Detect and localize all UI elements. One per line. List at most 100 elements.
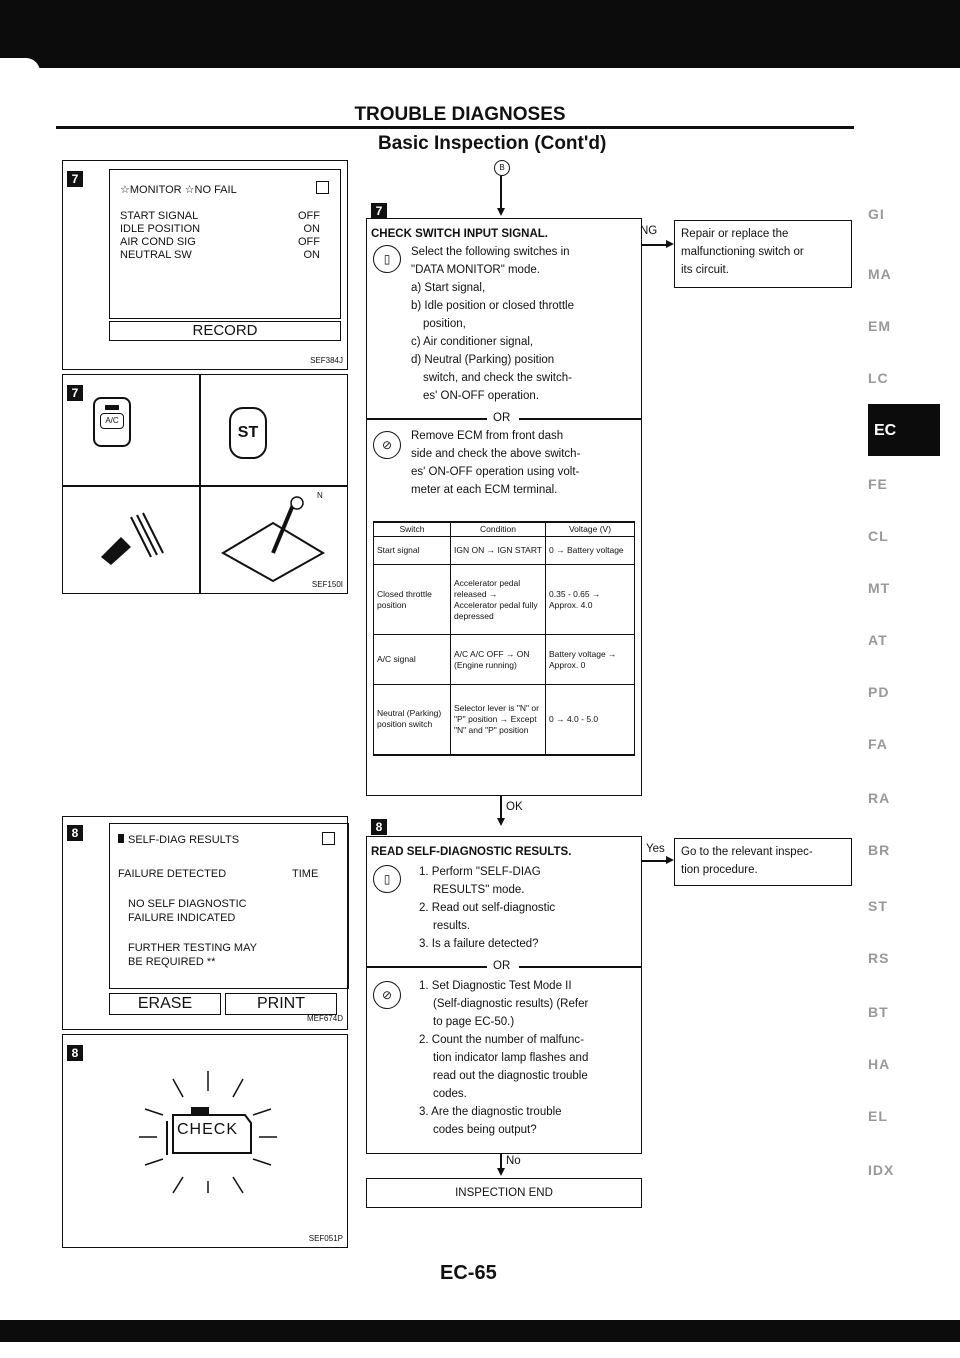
- or-label: OR: [493, 412, 511, 424]
- table-cell: IGN ON → IGN START: [450, 536, 546, 565]
- step8-line2: 1. Set Diagnostic Test Mode II: [419, 980, 572, 992]
- erase-button: ERASE: [109, 993, 221, 1015]
- shift-lever-icon: [221, 496, 325, 583]
- step7-line: position,: [423, 318, 466, 330]
- no-label: No: [506, 1155, 521, 1167]
- ng-label: NG: [640, 225, 658, 237]
- step-badge: 7: [371, 203, 387, 219]
- divider: [63, 485, 347, 487]
- step7-line: b) Idle position or closed throttle: [411, 300, 575, 312]
- table-cell: Accelerator pedal released → Accelerator…: [450, 564, 546, 635]
- table-cell: A/C signal: [373, 634, 451, 685]
- tab-ec[interactable]: EC: [868, 404, 940, 456]
- flow-line: [500, 1154, 502, 1170]
- tab-fe[interactable]: FE: [868, 476, 888, 492]
- tab-at[interactable]: AT: [868, 632, 888, 648]
- figure-ref: SEF150I: [311, 580, 343, 589]
- step8-line2: codes.: [433, 1088, 467, 1100]
- checkbox-icon: [316, 181, 329, 194]
- or-rule: [367, 418, 487, 420]
- tab-cl[interactable]: CL: [868, 528, 889, 544]
- check-engine-lamp-icon: [139, 1071, 277, 1194]
- inspection-end-box: INSPECTION END: [366, 1178, 642, 1208]
- tab-lc[interactable]: LC: [868, 370, 889, 386]
- title-rule: [56, 126, 854, 129]
- step8-line: 1. Perform "SELF-DIAG: [419, 866, 541, 878]
- flow-line: [500, 796, 502, 818]
- tab-gi[interactable]: GI: [868, 206, 885, 222]
- top-bar-cutout: [0, 58, 40, 72]
- row-label: START SIGNAL: [120, 210, 199, 222]
- flow-arrow: [666, 240, 674, 248]
- flow-arrow: [666, 856, 674, 864]
- step8-title: READ SELF-DIAGNOSTIC RESULTS.: [371, 846, 572, 858]
- table-header: Condition: [450, 521, 546, 537]
- step8-line2: to page EC-50.): [433, 1016, 515, 1028]
- tab-fa[interactable]: FA: [868, 736, 888, 752]
- tab-mt[interactable]: MT: [868, 580, 891, 596]
- flow-line: [642, 860, 668, 862]
- ignition-key-icon: ST: [229, 407, 267, 459]
- page-title: TROUBLE DIAGNOSES: [354, 104, 566, 125]
- table-cell: 0.35 - 0.65 → Approx. 4.0: [545, 564, 635, 635]
- step7-line: switch, and check the switch-: [423, 372, 572, 384]
- yes-label: Yes: [646, 843, 665, 855]
- or-rule: [367, 966, 487, 968]
- divider: [199, 375, 201, 593]
- tab-st[interactable]: ST: [868, 898, 888, 914]
- tab-pd[interactable]: PD: [868, 684, 890, 700]
- diag-title-row: SELF-DIAG RESULTS: [118, 834, 239, 847]
- flow-arrow: [497, 208, 505, 216]
- step-badge: 8: [371, 819, 387, 835]
- flow-arrow: [497, 1168, 505, 1176]
- tab-ra[interactable]: RA: [868, 790, 891, 806]
- step8-line2: tion indicator lamp flashes and: [433, 1052, 589, 1064]
- ng-line: its circuit.: [681, 264, 729, 276]
- no-consult-icon: ⊘: [373, 431, 401, 459]
- tab-br[interactable]: BR: [868, 842, 891, 858]
- step8-line: 3. Is a failure detected?: [419, 938, 539, 950]
- step8-line2: codes being output?: [433, 1124, 537, 1136]
- step7-box: 7 CHECK SWITCH INPUT SIGNAL. ▯ Select th…: [366, 203, 642, 796]
- consult-icon: ▯: [373, 865, 401, 893]
- flow-arrow: [497, 818, 505, 826]
- figure-ref: MEF674D: [306, 1014, 343, 1023]
- step7-line2: es' ON-OFF operation using volt-: [411, 466, 580, 478]
- diag-screen: SELF-DIAG RESULTS FAILURE DETECTED TIME …: [109, 823, 349, 989]
- tab-bt[interactable]: BT: [868, 1004, 889, 1020]
- tab-el[interactable]: EL: [868, 1108, 888, 1124]
- tab-em[interactable]: EM: [868, 318, 891, 334]
- tab-idx[interactable]: IDX: [868, 1162, 895, 1178]
- step7-line: a) Start signal,: [411, 282, 486, 294]
- table-cell: Neutral (Parking) position switch: [373, 684, 451, 756]
- ng-action-box: Repair or replace the malfunctioning swi…: [674, 220, 852, 288]
- yes-line: Go to the relevant inspec-: [681, 846, 813, 858]
- tab-rs[interactable]: RS: [868, 950, 890, 966]
- page-subtitle: Basic Inspection (Cont'd): [378, 133, 607, 154]
- step8-line2: read out the diagnostic trouble: [433, 1070, 588, 1082]
- flow-line: [500, 176, 502, 208]
- check-label: CHECK: [177, 1121, 239, 1138]
- table-cell: Selector lever is "N" or "P" position → …: [450, 684, 546, 756]
- step7-line2: Remove ECM from front dash: [411, 430, 564, 442]
- row-value: ON: [303, 223, 321, 235]
- step8-line: 2. Read out self-diagnostic: [419, 902, 556, 914]
- tab-ha[interactable]: HA: [868, 1056, 891, 1072]
- step8-line2: 3. Are the diagnostic trouble: [419, 1106, 562, 1118]
- step8-line2: 2. Count the number of malfunc-: [419, 1034, 584, 1046]
- tab-ec-label: EC: [874, 422, 897, 439]
- row-label: IDLE POSITION: [120, 223, 201, 235]
- square-icon: [118, 834, 124, 843]
- diag-line: FAILURE INDICATED: [128, 912, 236, 924]
- table-cell: Closed throttle position: [373, 564, 451, 635]
- row-label: NEUTRAL SW: [120, 249, 192, 261]
- table-cell: 0 → Battery voltage: [545, 536, 635, 565]
- tab-ma[interactable]: MA: [868, 266, 892, 282]
- table-cell: A/C A/C OFF → ON (Engine running): [450, 634, 546, 685]
- ng-line: Repair or replace the: [681, 228, 789, 240]
- ok-label: OK: [506, 801, 523, 813]
